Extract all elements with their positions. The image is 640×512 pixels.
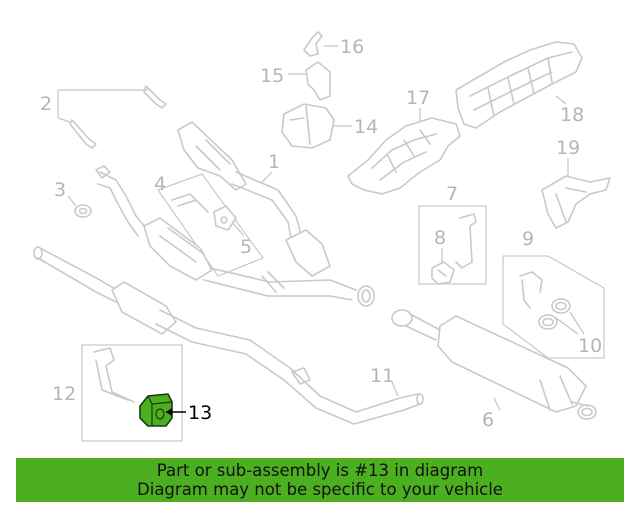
group-box-12 <box>81 344 183 442</box>
callout-15: 15 <box>260 65 284 87</box>
group-box-9 <box>502 255 605 359</box>
part-5-isolator <box>213 205 245 237</box>
part-8-isolator <box>431 248 455 285</box>
callout-11: 11 <box>370 365 394 387</box>
callout-17: 17 <box>406 87 430 109</box>
callout-13: 13 <box>188 402 212 424</box>
part-18-heat-shield <box>455 41 583 129</box>
part-9-hanger <box>519 271 543 309</box>
callout-7: 7 <box>446 183 458 205</box>
part-13-insulator-highlighted <box>139 393 186 427</box>
callout-6: 6 <box>482 409 494 431</box>
part-2-sensors <box>57 85 167 149</box>
group-box-7 <box>418 205 487 285</box>
banner-line-part-number: Part or sub-assembly is #13 in diagram <box>156 461 484 480</box>
callout-4: 4 <box>154 173 166 195</box>
callout-8: 8 <box>434 227 446 249</box>
callout-16: 16 <box>340 36 364 58</box>
part-16-clamp <box>303 31 338 57</box>
part-19-bracket <box>541 158 611 229</box>
callout-10: 10 <box>578 335 602 357</box>
callout-5: 5 <box>240 236 252 258</box>
callout-19: 19 <box>556 137 580 159</box>
callout-12: 12 <box>52 383 76 405</box>
banner-line-disclaimer: Diagram may not be specific to your vehi… <box>137 480 503 499</box>
part-10-isolators <box>538 298 585 335</box>
callout-18: 18 <box>560 104 584 126</box>
callout-2: 2 <box>40 93 52 115</box>
part-12-hanger <box>93 347 135 403</box>
part-6-muffler <box>391 309 597 420</box>
part-7-hanger <box>455 213 477 269</box>
part-1-front-pipe <box>95 121 375 307</box>
callout-3: 3 <box>54 179 66 201</box>
part-3-gasket <box>67 195 92 218</box>
callout-1: 1 <box>268 151 280 173</box>
part-14-mount <box>281 103 352 149</box>
callout-9: 9 <box>522 228 534 250</box>
part-11-tailpipe <box>33 246 424 425</box>
info-banner: Part or sub-assembly is #13 in diagram D… <box>16 458 624 502</box>
part-17-heat-shield <box>347 108 461 195</box>
callout-14: 14 <box>354 116 378 138</box>
exhaust-parts-diagram: 1 2 3 4 5 6 7 8 9 10 11 12 13 14 15 16 1… <box>33 31 611 442</box>
part-4-hanger-bracket <box>171 193 209 213</box>
part-15-clip <box>288 61 331 101</box>
